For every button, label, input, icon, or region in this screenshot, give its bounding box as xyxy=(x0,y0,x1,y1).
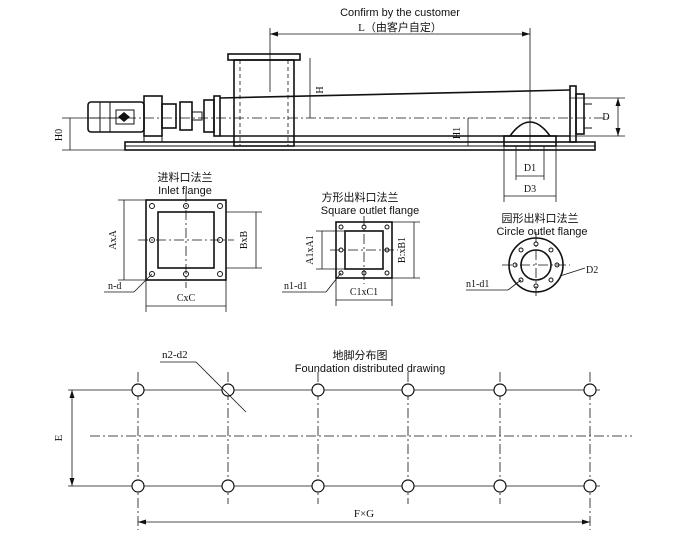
inlet-title-zh: 进料口法兰 xyxy=(158,170,213,184)
foundation-title-en: Foundation distributed drawing xyxy=(295,363,445,375)
label-H1: H1 xyxy=(452,127,463,139)
foundation-view: 地脚分布图 Foundation distributed drawing n2-… xyxy=(53,348,632,530)
label-CxC: CxC xyxy=(177,293,196,304)
conveyor-elevation: Confirm by the customer L（由客户自定） xyxy=(54,7,625,202)
foundation-title-zh: 地脚分布图 xyxy=(333,348,388,362)
circle-title-zh: 园形出料口法兰 xyxy=(502,211,579,225)
square-title-zh: 方形出料口法兰 xyxy=(322,190,399,204)
circle-title-en: Circle outlet flange xyxy=(496,226,587,238)
square-outlet-flange-view: 方形出料口法兰 Square outlet flange A1xA1 B:xB1… xyxy=(282,190,420,306)
label-square-n1-d1: n1-d1 xyxy=(284,281,307,292)
label-D1: D1 xyxy=(524,163,536,174)
inlet-flange-view: 进料口法兰 Inlet flange AxA BxB CxC n-d xyxy=(104,170,262,312)
label-H: H xyxy=(315,86,326,93)
label-D2: D2 xyxy=(586,265,598,276)
label-circle-n1-d1: n1-d1 xyxy=(466,279,489,290)
top-title-zh: L（由客户自定） xyxy=(358,20,442,34)
label-E: E xyxy=(53,434,65,441)
square-title-en: Square outlet flange xyxy=(321,205,419,217)
label-FxG: F×G xyxy=(354,508,374,520)
label-B1xB1: B:xB1 xyxy=(397,237,408,263)
top-title-en: Confirm by the customer xyxy=(340,7,460,19)
label-n2-d2: n2-d2 xyxy=(162,349,188,361)
label-H0: H0 xyxy=(54,129,65,141)
label-n-d: n-d xyxy=(108,281,121,292)
inlet-title-en: Inlet flange xyxy=(158,185,212,197)
label-D3: D3 xyxy=(524,184,536,195)
circle-outlet-flange-view: 园形出料口法兰 Circle outlet flange D2 n1-d1 xyxy=(466,211,598,298)
label-A1xA1: A1xA1 xyxy=(305,235,316,264)
label-AxA: AxA xyxy=(108,230,119,250)
label-D: D xyxy=(602,112,609,123)
label-BxB: BxB xyxy=(239,231,250,250)
label-C1xC1: C1xC1 xyxy=(350,287,378,298)
